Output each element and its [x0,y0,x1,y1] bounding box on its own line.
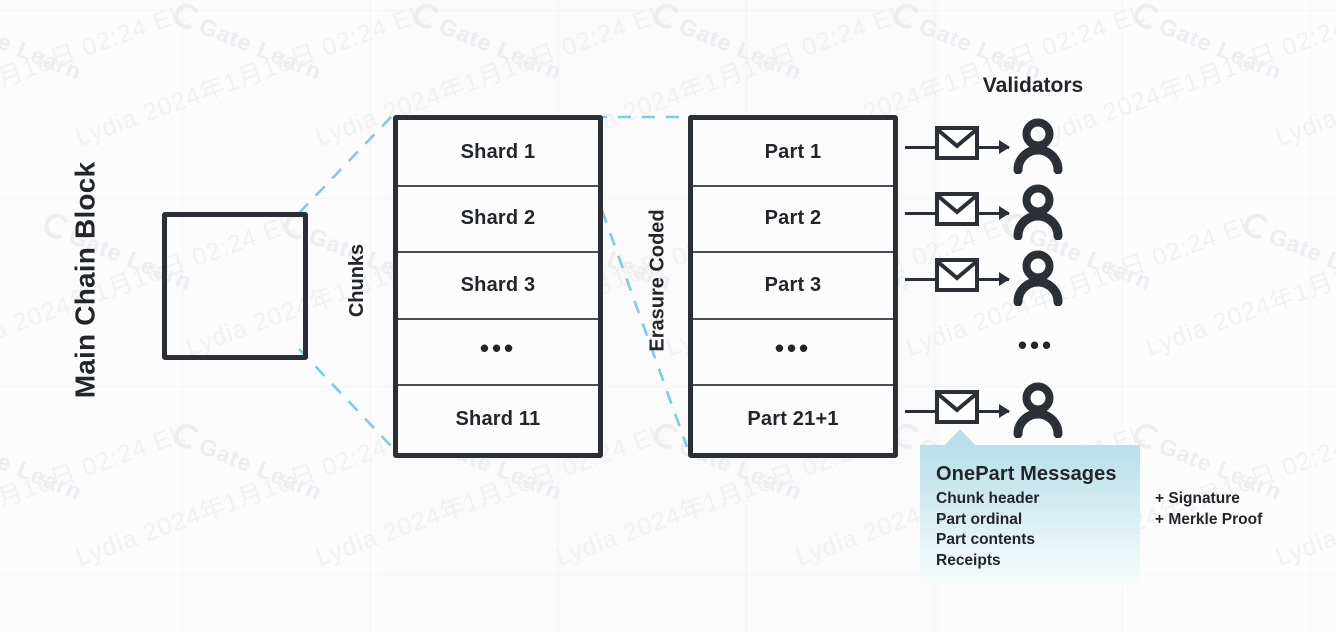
main-chain-block-label: Main Chain Block [50,130,120,430]
onepart-messages-list: Chunk header Part ordinal Part contents … [920,489,1140,571]
arrow-right-icon [979,140,1010,154]
chunks-label-text: Chunks [346,243,369,317]
validators-title: Validators [982,74,1084,97]
person-icon [1010,118,1066,175]
shard-cell-ellipsis: ••• [398,320,598,387]
shard-stack: Shard 1 Shard 2 Shard 3 ••• Shard 11 [393,115,603,458]
list-item: Chunk header [936,490,1040,507]
main-chain-block-label-text: Main Chain Block [69,161,101,399]
part-cell: Part 3 [693,253,893,320]
shard-cell: Shard 2 [398,187,598,254]
background-panel-left [0,0,380,632]
person-icon [1010,382,1066,439]
part-cell-ellipsis: ••• [693,320,893,387]
validator-ellipsis: ••• [1017,330,1055,360]
side-note: + Merkle Proof [1155,510,1263,528]
watermark-stamp: Lydia 2024年1月16日 02:24 EL [420,623,780,632]
validator-row [905,184,1075,244]
arrow-right-icon [979,404,1010,418]
watermark-brand: Gate Learn [649,0,807,86]
envelope-icon [935,258,979,292]
onepart-messages-card: OnePart Messages Chunk header Part ordin… [920,445,1140,585]
erasure-coded-label-text: Erasure Coded [646,208,669,352]
person-icon [1010,250,1066,307]
arrow-right-icon [979,272,1010,286]
shard-cell: Shard 1 [398,120,598,187]
part-cell: Part 21+1 [747,408,839,431]
shard-cell: Shard 3 [398,253,598,320]
part-cell: Part 1 [693,120,893,187]
list-item: Part contents [936,531,1036,548]
chunks-label: Chunks [338,210,378,350]
side-notes: + Signature + Merkle Proof [1155,489,1262,530]
validator-row [905,250,1075,310]
watermark-brand: Gate Learn [409,0,567,86]
connector-line [905,278,943,281]
validator-row [905,118,1075,178]
validator-row [905,382,1075,442]
connector-line [905,212,943,215]
connector-line [905,146,943,149]
person-icon [1010,184,1066,241]
erasure-coded-label: Erasure Coded [638,180,678,380]
envelope-icon [935,192,979,226]
envelope-icon [935,126,979,160]
list-item: Receipts [936,551,1001,569]
envelope-icon [935,390,979,424]
tooltip-pointer [944,429,976,446]
connector-line [905,410,943,413]
side-note: + Signature [1155,490,1240,507]
arrow-right-icon [979,206,1010,220]
main-chain-block-shape [162,212,308,360]
part-cell: Part 2 [693,187,893,254]
list-item: Part ordinal [936,510,1023,528]
onepart-messages-title: OnePart Messages [936,463,1117,485]
part-stack: Part 1 Part 2 Part 3 ••• Part 21+1 [688,115,898,458]
shard-cell: Shard 11 [455,408,541,431]
